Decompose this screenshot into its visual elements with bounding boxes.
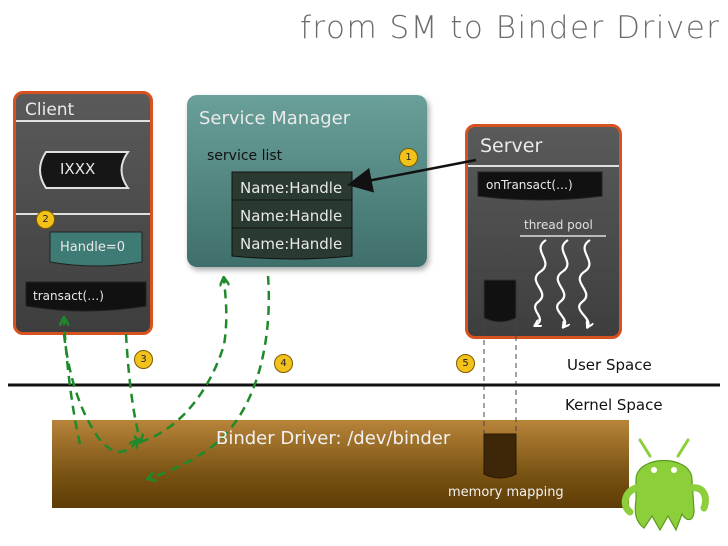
service-entry-label: Name:Handle [240, 207, 343, 225]
server-header [468, 127, 619, 167]
page-title: from SM to Binder Driver [300, 10, 721, 46]
interface-shape [39, 151, 130, 189]
server-mmap-box [483, 279, 517, 323]
call-path-arrow [64, 320, 82, 445]
client-header [16, 94, 150, 122]
ontransact-box [477, 171, 603, 201]
call-path-arrow [139, 280, 226, 444]
server-label: Server [480, 135, 543, 157]
register-arrow [347, 158, 477, 193]
squiggle-arrow-icon [578, 239, 590, 326]
call-path-arrow [150, 275, 271, 478]
step-badge-4: 4 [274, 354, 293, 373]
thread-pool-label: thread pool [524, 218, 593, 232]
step-badge-5: 5 [456, 354, 475, 373]
kernel-space-label: Kernel Space [565, 396, 663, 414]
handle-label: Handle=0 [60, 240, 126, 255]
service-entry-label: Name:Handle [240, 179, 343, 197]
service-entry-label: Name:Handle [240, 235, 343, 253]
step-badge-1: 1 [399, 148, 418, 167]
user-space-label: User Space [567, 356, 652, 374]
call-path-arrow [124, 333, 140, 440]
step-badge-3: 3 [134, 350, 153, 369]
step-badge-2: 2 [36, 210, 55, 229]
service-list-label: service list [207, 148, 283, 164]
squiggle-arrow-icon [535, 239, 547, 325]
kernel-mmap-box [483, 433, 517, 479]
handle-box [49, 231, 143, 267]
transact-box [25, 281, 147, 312]
client-separator [16, 213, 150, 215]
interface-label: IXXX [60, 160, 96, 178]
service-entry-box [231, 227, 353, 260]
binder-driver-bar [52, 420, 629, 508]
memory-mapping-label: memory mapping [448, 485, 564, 500]
transact-label: transact(…) [33, 289, 104, 303]
binder-driver-label: Binder Driver: /dev/binder [216, 428, 451, 449]
squiggle-arrow-icon [556, 239, 568, 326]
client-label: Client [25, 100, 75, 120]
ontransact-label: onTransact(…) [486, 178, 573, 192]
android-mascot-icon [621, 438, 709, 532]
call-path-arrow [62, 333, 136, 453]
service-manager-label: Service Manager [199, 108, 351, 129]
